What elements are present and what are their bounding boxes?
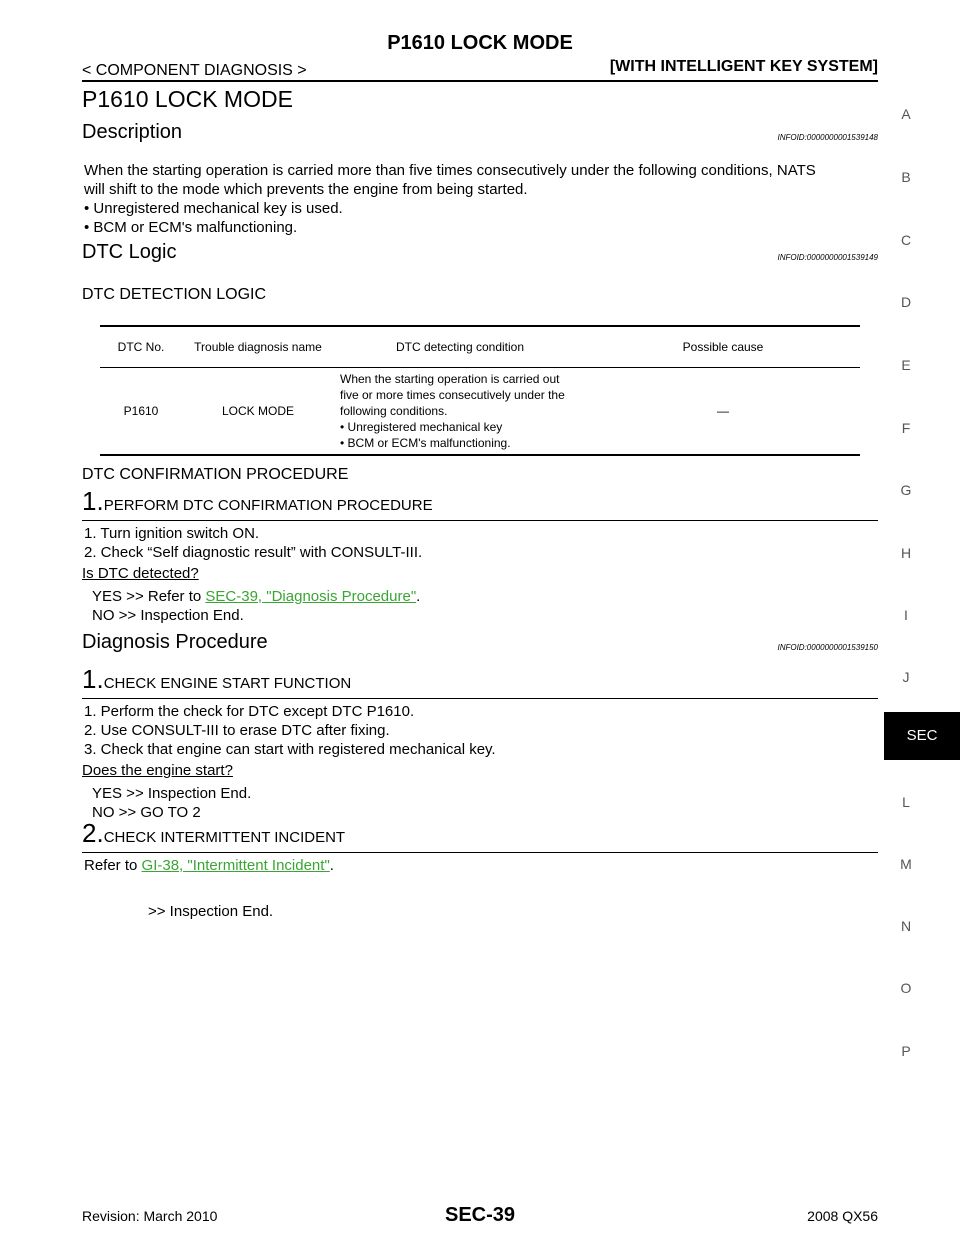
cell-possible-cause: — [586, 367, 860, 456]
col-dtc-no: DTC No. [100, 325, 182, 368]
engine-start-steps: 1. Perform the check for DTC except DTC … [84, 702, 496, 759]
condition-line: five or more times consecutively under t… [340, 388, 565, 402]
system-label: [WITH INTELLIGENT KEY SYSTEM] [609, 58, 878, 75]
answer-yes: YES >> Inspection End. [92, 785, 252, 802]
header-divider [82, 80, 878, 82]
refer-suffix: . [329, 857, 334, 874]
description-text: When the starting operation is carried m… [84, 161, 816, 237]
step-1-engine-start: 1.CHECK ENGINE START FUNCTION [82, 664, 878, 699]
page-header-title: P1610 LOCK MODE [387, 32, 573, 54]
side-index-m[interactable]: M [900, 856, 912, 872]
refer-prefix: Refer to [84, 857, 142, 874]
step-title: CHECK ENGINE START FUNCTION [103, 675, 352, 692]
side-index-f[interactable]: F [901, 420, 911, 436]
answer-yes-prefix: YES >> Refer to [92, 588, 206, 605]
dtc-confirmation-heading: DTC CONFIRMATION PROCEDURE [82, 466, 349, 483]
cell-trouble-name: LOCK MODE [182, 367, 334, 456]
description-bullet-1: • Unregistered mechanical key is used. [84, 200, 343, 217]
table-row: P1610 LOCK MODE When the starting operat… [100, 367, 860, 456]
side-index-i[interactable]: I [904, 607, 908, 623]
footer-model: 2008 QX56 [807, 1208, 878, 1224]
side-index-p[interactable]: P [901, 1043, 911, 1059]
list-item: 2. Check “Self diagnostic result” with C… [84, 544, 423, 561]
step-number: 1. [82, 486, 104, 516]
step-title: PERFORM DTC CONFIRMATION PROCEDURE [103, 497, 433, 514]
step-number: 1. [82, 664, 104, 694]
side-index-l[interactable]: L [902, 794, 910, 810]
diagnosis-heading: Diagnosis Procedure [82, 631, 268, 653]
refer-intermittent: Refer to GI-38, "Intermittent Incident". [84, 856, 334, 875]
side-index-b[interactable]: B [901, 169, 911, 185]
answer-no: NO >> Inspection End. [92, 607, 244, 624]
side-index-n[interactable]: N [900, 918, 912, 934]
dtc-logic-heading: DTC Logic [82, 241, 177, 263]
table-header-row: DTC No. Trouble diagnosis name DTC detec… [100, 325, 860, 368]
dtc-table: DTC No. Trouble diagnosis name DTC detec… [100, 325, 860, 456]
side-index-sec-tab[interactable]: SEC [884, 712, 960, 760]
description-heading: Description [82, 121, 183, 143]
side-index-a[interactable]: A [901, 106, 911, 122]
col-possible-cause: Possible cause [586, 325, 860, 368]
condition-line: • BCM or ECM's malfunctioning. [340, 436, 511, 450]
dtc-logic-infoid: INFOID:0000000001539149 [777, 253, 878, 262]
description-line-1: When the starting operation is carried m… [84, 162, 816, 179]
side-index-g[interactable]: G [900, 482, 912, 498]
answer-yes-suffix: . [416, 588, 421, 605]
description-line-2: will shift to the mode which prevents th… [84, 181, 528, 198]
page-title: P1610 LOCK MODE [82, 86, 293, 112]
answers-dtc-detected: YES >> Refer to SEC-39, "Diagnosis Proce… [92, 587, 420, 625]
step-title: CHECK INTERMITTENT INCIDENT [103, 829, 346, 846]
side-index-j[interactable]: J [902, 669, 910, 685]
answer-no: NO >> GO TO 2 [92, 804, 201, 821]
side-index-c[interactable]: C [900, 232, 912, 248]
step-1-confirmation: 1.PERFORM DTC CONFIRMATION PROCEDURE [82, 486, 878, 521]
question-dtc-detected: Is DTC detected? [82, 565, 199, 582]
answers-engine-start: YES >> Inspection End. NO >> GO TO 2 [92, 784, 251, 822]
side-index-h[interactable]: H [900, 545, 912, 561]
diagnosis-infoid: INFOID:0000000001539150 [777, 643, 878, 652]
list-item: 2. Use CONSULT-III to erase DTC after fi… [84, 722, 390, 739]
inspection-end: >> Inspection End. [148, 903, 274, 920]
side-index-o[interactable]: O [900, 980, 912, 996]
section-breadcrumb: < COMPONENT DIAGNOSIS > [82, 62, 307, 79]
cell-condition: When the starting operation is carried o… [334, 367, 586, 456]
col-trouble-name: Trouble diagnosis name [182, 325, 334, 368]
dtc-detection-logic-heading: DTC DETECTION LOGIC [82, 286, 267, 303]
list-item: 3. Check that engine can start with regi… [84, 741, 496, 758]
footer-revision: Revision: March 2010 [82, 1208, 218, 1224]
answer-yes: YES >> Refer to SEC-39, "Diagnosis Proce… [92, 587, 420, 606]
step-2-intermittent: 2.CHECK INTERMITTENT INCIDENT [82, 818, 878, 853]
cell-dtc-no: P1610 [100, 367, 182, 456]
list-item: 1. Perform the check for DTC except DTC … [84, 703, 415, 720]
condition-line: following conditions. [340, 404, 448, 418]
confirmation-steps: 1. Turn ignition switch ON. 2. Check “Se… [84, 524, 422, 562]
question-engine-start: Does the engine start? [82, 762, 233, 779]
list-item: 1. Turn ignition switch ON. [84, 525, 260, 542]
description-infoid: INFOID:0000000001539148 [777, 133, 878, 142]
col-condition: DTC detecting condition [334, 325, 586, 368]
link-diagnosis-procedure[interactable]: SEC-39, "Diagnosis Procedure" [205, 588, 417, 605]
side-index-e[interactable]: E [901, 357, 911, 373]
link-intermittent-incident[interactable]: GI-38, "Intermittent Incident" [141, 857, 330, 874]
step-number: 2. [82, 818, 104, 848]
side-index-d[interactable]: D [900, 294, 912, 310]
description-bullet-2: • BCM or ECM's malfunctioning. [84, 219, 298, 236]
condition-line: • Unregistered mechanical key [340, 420, 503, 434]
footer-page-number: SEC-39 [444, 1204, 516, 1226]
condition-line: When the starting operation is carried o… [340, 372, 560, 386]
